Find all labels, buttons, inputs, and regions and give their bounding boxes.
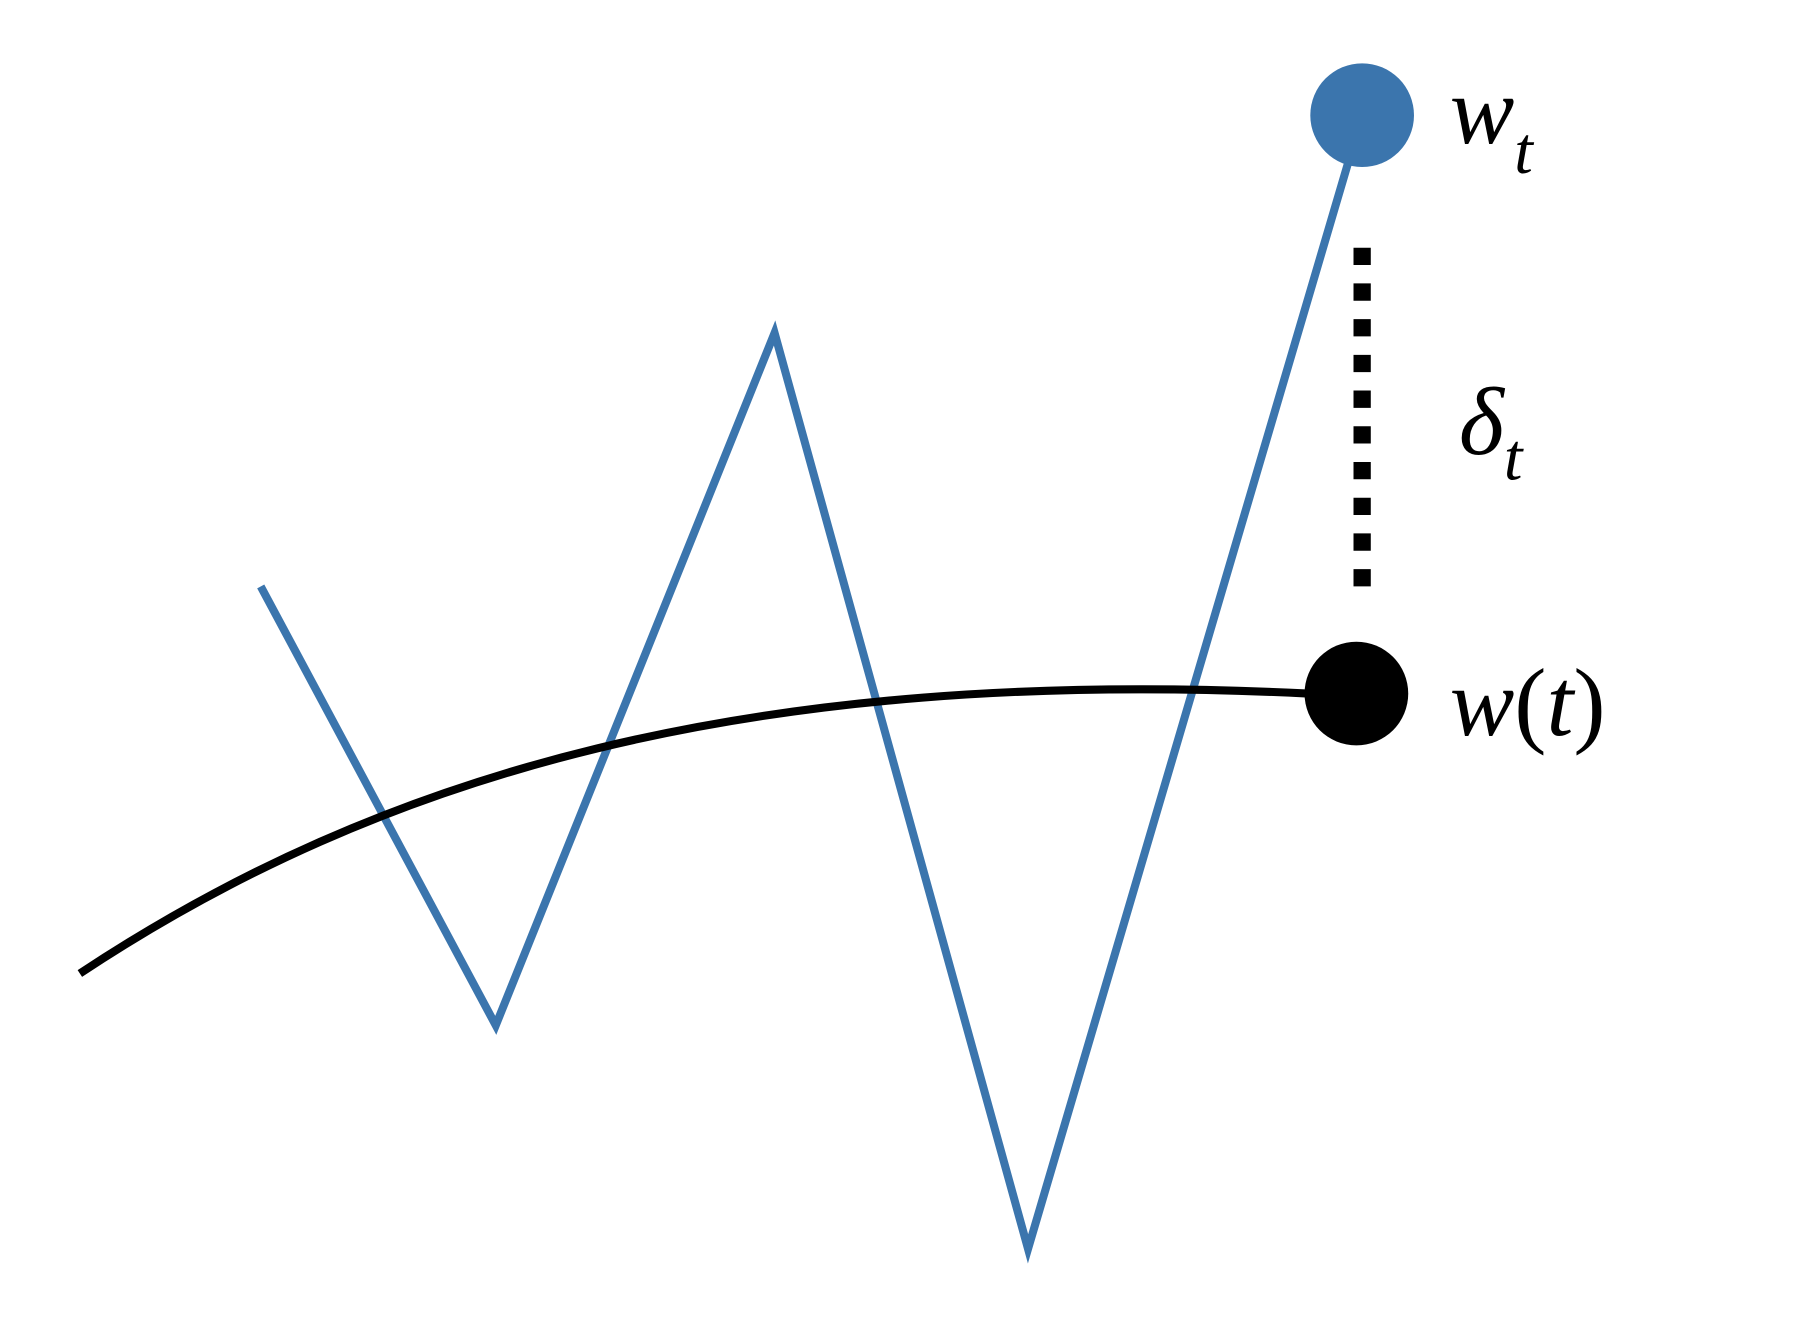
continuous-trajectory <box>77 685 1309 977</box>
label-delta_t: δt <box>1459 368 1524 494</box>
label-w_t: wt <box>1450 57 1535 188</box>
label-w-of-t: w(t) <box>1450 649 1606 756</box>
discrete-point-w_t <box>1310 63 1414 168</box>
discrete-trajectory <box>257 114 1367 1264</box>
continuous-point-w-of-t <box>1304 641 1409 746</box>
